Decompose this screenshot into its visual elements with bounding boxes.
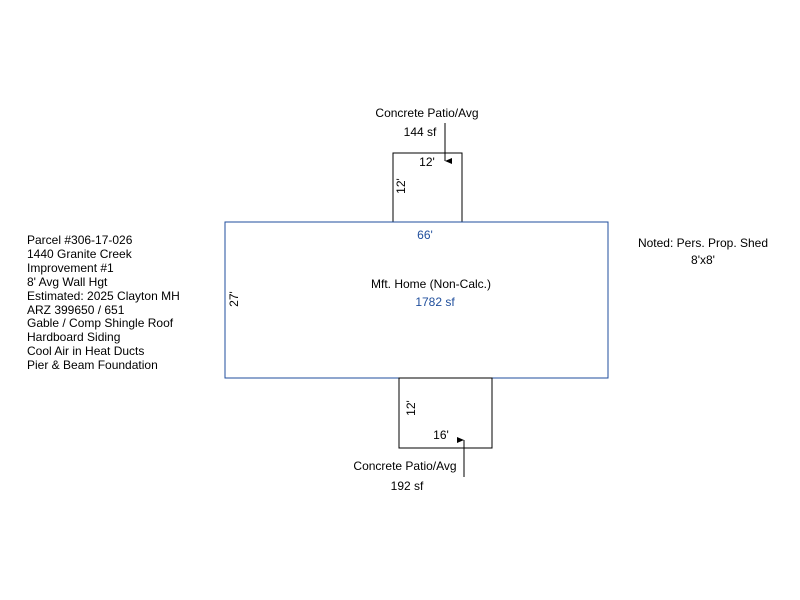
bottom-patio-width-label: 16' — [433, 428, 449, 442]
shed-note-size: 8'x8' — [691, 253, 715, 267]
parcel-note-line: 8' Avg Wall Hgt — [27, 274, 108, 289]
parcel-note-line: Estimated: 2025 Clayton MH — [27, 288, 180, 303]
parcel-note-line: Improvement #1 — [27, 260, 114, 275]
parcel-note-line: 1440 Granite Creek — [27, 246, 132, 261]
parcel-note-line: Gable / Comp Shingle Roof — [27, 316, 174, 331]
bottom-patio-area: 192 sf — [391, 479, 424, 493]
parcel-note-line: Hardboard Siding — [27, 330, 121, 345]
main-home-depth-label: 27' — [227, 291, 241, 307]
parcel-note-line: Cool Air in Heat Ducts — [27, 344, 145, 359]
top-patio-label: Concrete Patio/Avg — [375, 106, 478, 120]
shed-note: Noted: Pers. Prop. Shed 8'x8' — [637, 235, 769, 269]
top-patio-area: 144 sf — [404, 125, 437, 139]
parcel-note-line: ARZ 399650 / 651 — [27, 302, 125, 317]
bottom-patio-outline — [398, 377, 493, 449]
main-home-label: Mft. Home (Non-Calc.) — [371, 277, 491, 291]
main-home-width-label: 66' — [417, 228, 433, 242]
bottom-patio-label: Concrete Patio/Avg — [353, 459, 456, 473]
top-patio-depth-label: 12' — [394, 178, 408, 194]
bottom-patio-depth-label: 12' — [404, 400, 418, 416]
parcel-notes: Parcel #306-17-026 1440 Granite Creek Im… — [27, 233, 180, 373]
top-patio-width-label: 12' — [419, 155, 435, 169]
parcel-note-line: Pier & Beam Foundation — [27, 358, 158, 373]
shed-note-title: Noted: Pers. Prop. Shed — [637, 236, 769, 250]
main-home-area: 1782 sf — [415, 295, 455, 309]
parcel-note-line: Parcel #306-17-026 — [27, 233, 133, 247]
